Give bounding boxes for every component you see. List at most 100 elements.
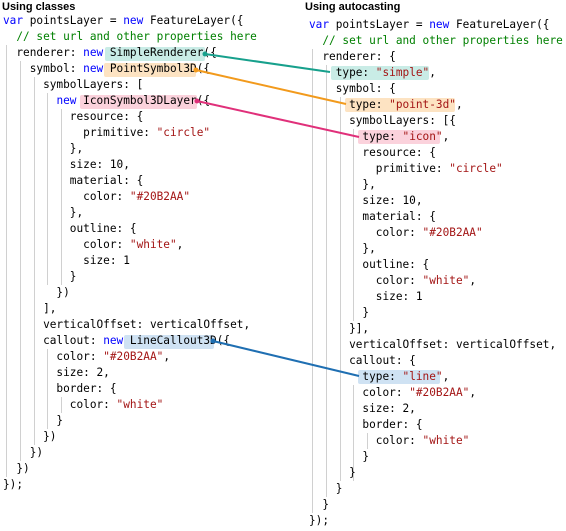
code-text-token: } (309, 450, 370, 463)
code-line: renderer: new SimpleRenderer({ (3, 45, 257, 61)
code-text-token: size: 10, (3, 158, 130, 171)
code-line: callout: { (309, 353, 563, 369)
heading-using-autocasting: Using autocasting (305, 1, 401, 13)
code-text-token: }); (309, 514, 330, 527)
code-text-token: callout: (3, 334, 104, 347)
code-line: type: "simple", (309, 65, 563, 81)
code-comment-token: // set url and other properties here (16, 30, 257, 43)
code-line: } (309, 449, 563, 465)
code-line: symbol: { (309, 81, 563, 97)
code-string-token: "simple" (375, 66, 430, 79)
code-text-token: }) (3, 430, 57, 443)
code-text-token: size: 10, (309, 194, 423, 207)
code-text-token: color: (309, 386, 410, 399)
code-text-token: size: 2, (3, 366, 110, 379)
code-line: size: 10, (309, 193, 563, 209)
code-text-token: callout: { (309, 354, 416, 367)
code-line: } (309, 465, 563, 481)
code-text-token: }) (3, 462, 30, 475)
code-text-token: color: (3, 238, 130, 251)
code-line: primitive: "circle" (3, 125, 257, 141)
code-line: }) (3, 445, 257, 461)
code-text-token: resource: { (309, 146, 436, 159)
heading-using-classes: Using classes (2, 1, 76, 13)
code-line: // set url and other properties here (3, 29, 257, 45)
code-string-token: "line" (402, 370, 443, 383)
code-line: verticalOffset: verticalOffset, (3, 317, 257, 333)
code-text-token: pointsLayer = (23, 14, 124, 27)
code-line: border: { (3, 381, 257, 397)
code-string-token: "icon" (402, 130, 443, 143)
code-string-token: "#20B2AA" (409, 386, 470, 399)
code-text-token: material: { (309, 210, 436, 223)
indent-guide (47, 349, 48, 429)
code-line: type: "point-3d", (309, 97, 563, 113)
code-line: type: "icon", (309, 129, 563, 145)
code-line: }, (3, 205, 257, 221)
code-line: var pointsLayer = new FeatureLayer({ (309, 17, 563, 33)
indent-guide (47, 93, 48, 285)
code-text-token: color: (309, 434, 423, 447)
code-text-token: } (309, 482, 343, 495)
code-line: material: { (3, 173, 257, 189)
code-line: color: "#20B2AA" (3, 189, 257, 205)
code-line: color: "#20B2AA" (309, 225, 563, 241)
code-line: resource: { (3, 109, 257, 125)
code-line: } (309, 481, 563, 497)
code-text-token: SimpleRenderer({ (103, 46, 217, 59)
code-line: outline: { (3, 221, 257, 237)
code-text-token: }, (309, 178, 376, 191)
code-keyword-token: new (123, 14, 144, 27)
connector-simple-renderer (202, 51, 331, 73)
code-text-token: }, (3, 142, 84, 155)
code-text-token: } (309, 498, 330, 511)
code-text-token: IconSymbol3DLayer({ (76, 94, 211, 107)
code-text-token: }, (3, 206, 84, 219)
code-line: color: "#20B2AA", (309, 385, 563, 401)
code-text-token: outline: { (3, 222, 137, 235)
highlight-type-line (358, 370, 440, 384)
code-text-token: , (455, 98, 463, 111)
code-line: }, (309, 177, 563, 193)
code-line: } (3, 413, 257, 429)
code-text-token: type: (309, 370, 403, 383)
code-line: color: "white", (3, 237, 257, 253)
classes-code-panel: var pointsLayer = new FeatureLayer({ // … (0, 13, 290, 493)
autocasting-code-panel: var pointsLayer = new FeatureLayer({ // … (306, 17, 564, 529)
code-string-token: "#20B2AA" (422, 226, 483, 239)
code-text-token: color: (3, 190, 130, 203)
code-text-token: border: { (309, 418, 423, 431)
highlight-simple-renderer (105, 47, 205, 61)
highlight-type-simple (331, 66, 429, 80)
highlight-type-point-3d (345, 98, 455, 112)
code-line: symbol: new PointSymbol3D({ (3, 61, 257, 77)
code-text-token: } (309, 466, 356, 479)
code-line: new IconSymbol3DLayer({ (3, 93, 257, 109)
code-line: }) (3, 429, 257, 445)
code-text-token: color: (309, 226, 423, 239)
code-text-token: } (3, 270, 77, 283)
code-line: ], (3, 301, 257, 317)
code-text-token: outline: { (309, 258, 430, 271)
code-line: }) (3, 461, 257, 477)
code-keyword-token: new (429, 18, 450, 31)
code-text-token: type: (309, 98, 390, 111)
code-line: size: 2, (309, 401, 563, 417)
code-line: size: 2, (3, 365, 257, 381)
code-text-token: symbol: { (309, 82, 396, 95)
code-comment-token: // set url and other properties here (322, 34, 563, 47)
code-keyword-token: var (309, 18, 330, 31)
connector-line-callout-3d (210, 338, 360, 377)
code-text-token: size: 1 (3, 254, 130, 267)
code-keyword-token: var (3, 14, 24, 27)
code-line: verticalOffset: verticalOffset, (309, 337, 563, 353)
code-text-token: , (429, 66, 436, 79)
code-text-token: } (3, 414, 64, 427)
code-string-token: "white" (422, 434, 470, 447)
code-text-token: , (442, 370, 450, 383)
code-line: size: 1 (3, 253, 257, 269)
code-text-token: , (176, 238, 184, 251)
code-text-token: border: { (3, 382, 117, 395)
code-text-token: verticalOffset: verticalOffset, (3, 318, 251, 331)
